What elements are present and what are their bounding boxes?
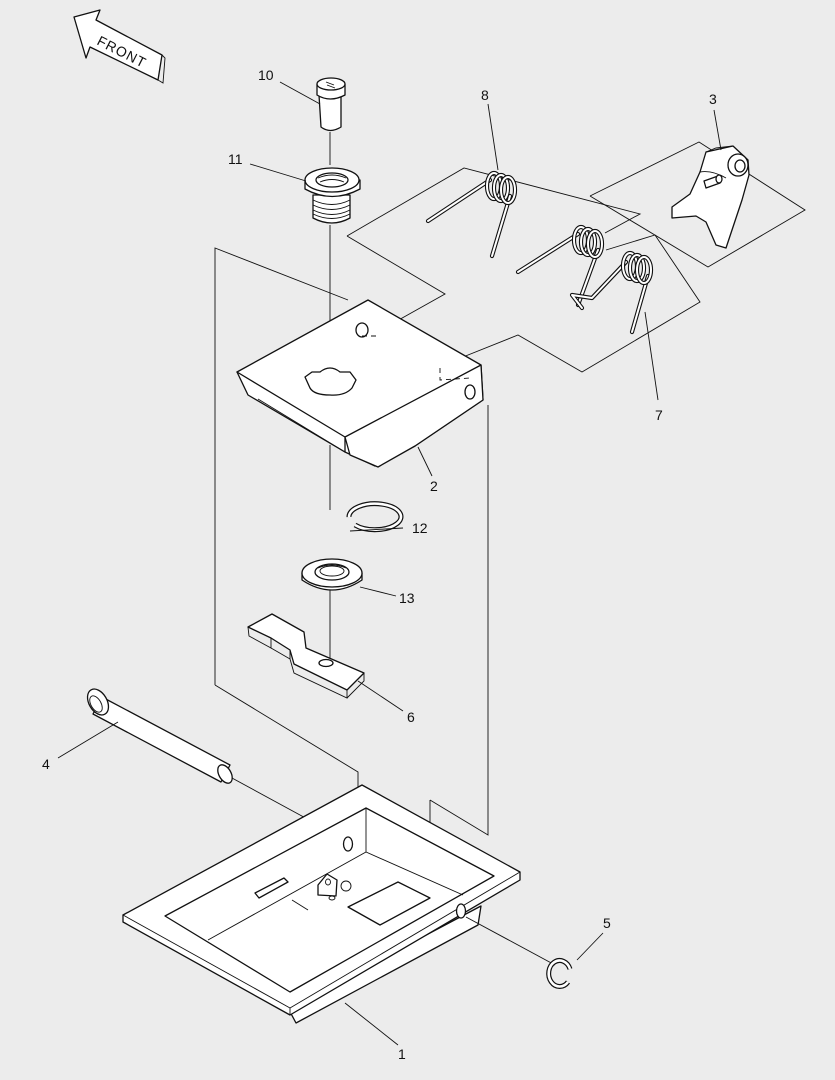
label-part-8: 8 [481, 87, 489, 103]
part-7-spring [569, 250, 654, 335]
part-3-latch-pawl [671, 145, 750, 249]
part-1-housing [122, 784, 556, 1024]
leader-lines [57, 81, 722, 1046]
label-part-10: 10 [258, 67, 274, 83]
part-11-threaded-bushing [304, 167, 361, 224]
label-part-11: 11 [228, 151, 243, 167]
label-part-5: 5 [603, 915, 611, 931]
label-part-2: 2 [430, 478, 438, 494]
label-part-13: 13 [399, 590, 415, 606]
part-4-pin [86, 688, 349, 843]
part-2-hinge-plate [236, 299, 484, 468]
label-part-3: 3 [709, 91, 717, 107]
assembly-outline-lines [214, 141, 806, 900]
label-part-4: 4 [42, 756, 50, 772]
label-part-12: 12 [412, 520, 428, 536]
part-number-labels: 10 11 8 3 7 2 12 13 6 4 5 1 [42, 67, 717, 1062]
part-8-spring-center [515, 224, 605, 308]
part-13-seal-washer [301, 558, 363, 591]
part-8-spring [425, 170, 518, 259]
label-part-1: 1 [398, 1046, 406, 1062]
label-part-6: 6 [407, 709, 415, 725]
part-6-latch-plate [247, 613, 365, 699]
part-12-snap-ring [346, 501, 404, 533]
part-10-cap-plug [316, 77, 346, 132]
label-part-7: 7 [655, 407, 663, 423]
part-5-e-clip [546, 958, 573, 989]
front-arrow: FRONT [73, 9, 166, 84]
